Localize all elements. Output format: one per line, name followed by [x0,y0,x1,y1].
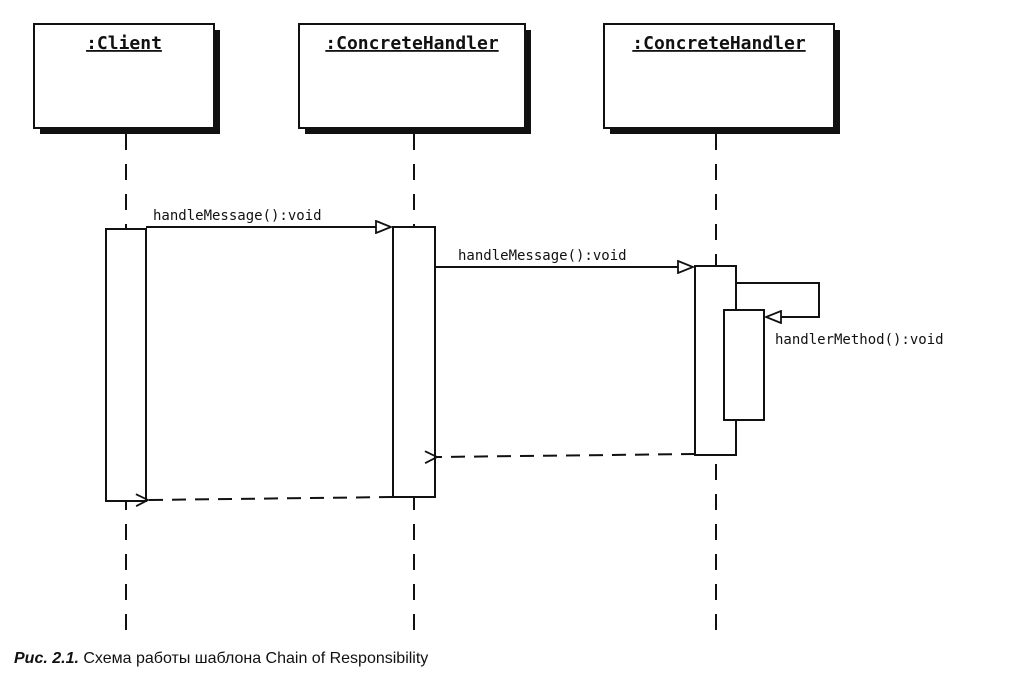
message-2-label: handleMessage():void [458,248,627,264]
message-2: handleMessage():void [435,248,693,267]
lifeline-handler-2-name: :ConcreteHandler [632,33,806,54]
message-1: handleMessage():void [146,208,391,227]
activation-handler-2-nested [723,309,765,421]
lifeline-handler-2: :ConcreteHandler [603,23,840,630]
lifeline-handler-1: :ConcreteHandler [298,23,531,640]
return-1 [437,454,696,457]
figure-caption-text: Схема работы шаблона Chain of Responsibi… [83,650,429,667]
message-3-arrow [736,282,820,317]
lifeline-handler-1-box [298,23,526,129]
lifeline-handler-1-name: :ConcreteHandler [325,33,499,54]
activation-client [105,228,147,502]
return-1-arrow [437,454,696,457]
message-3-label: handlerMethod():void [775,332,944,348]
lifeline-client-name: :Client [86,33,162,54]
message-3: handlerMethod():void [736,282,944,348]
return-2-arrow [148,497,394,500]
message-1-label: handleMessage():void [153,208,322,224]
activation-handler-1 [392,226,436,498]
return-2 [148,497,394,500]
lifeline-client: :Client [33,23,220,640]
figure-caption: Рис. 2.1. Схема работы шаблона Chain of … [14,650,428,668]
lifeline-client-box [33,23,215,129]
lifeline-handler-2-box [603,23,835,129]
figure-number: Рис. 2.1. [14,650,79,667]
